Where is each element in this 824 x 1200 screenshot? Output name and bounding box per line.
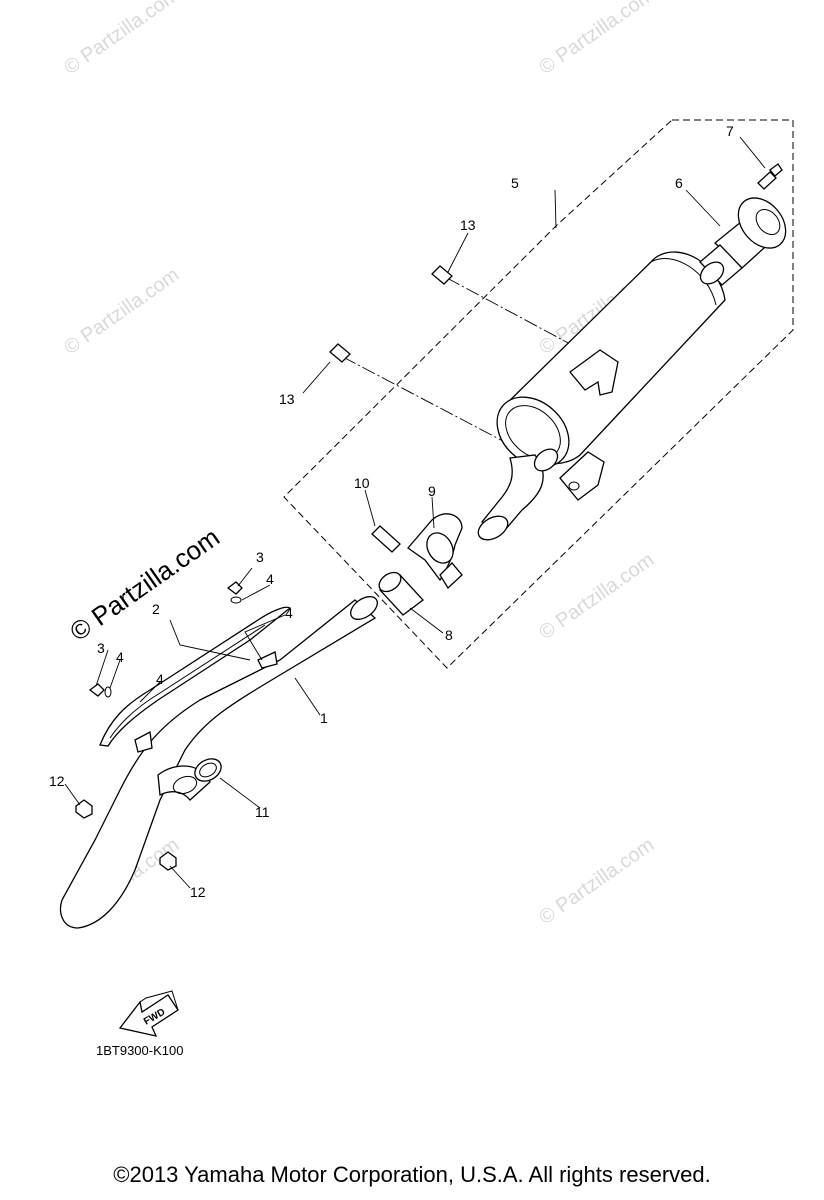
callout-4-left-lower: 4: [156, 671, 164, 687]
watermark-2: © Partzilla.com: [535, 0, 658, 79]
callout-1: 1: [320, 710, 328, 726]
callout-11: 11: [255, 804, 270, 820]
callouts: 5 6 7 13 13 10 9 8 3 4 4 2 3 4 4 1 11 12…: [49, 123, 734, 900]
callout-13-upper: 13: [460, 217, 476, 233]
copyright-notice: ©2013 Yamaha Motor Corporation, U.S.A. A…: [113, 1162, 711, 1187]
callout-4-right-lower: 4: [285, 605, 293, 621]
callout-7: 7: [726, 123, 734, 139]
bolt-13-lower: [329, 343, 351, 363]
leader-lines: [64, 136, 766, 889]
screw-7: [757, 163, 783, 190]
callout-6: 6: [675, 175, 683, 191]
callout-2: 2: [152, 601, 160, 617]
tail-pipe: [699, 197, 787, 286]
washer-4-left: [104, 686, 112, 698]
callout-4-left-upper: 4: [116, 649, 124, 665]
watermark-3: © Partzilla.com: [60, 264, 183, 359]
sleeve-8: [378, 571, 424, 616]
callout-4-right-upper: 4: [266, 571, 274, 587]
nut-12-right: [159, 851, 177, 871]
watermark-prominent: © Partzilla.com: [64, 522, 225, 647]
callout-10: 10: [354, 475, 370, 491]
diagram-code: 1BT9300-K100: [96, 1043, 184, 1058]
muffler: [477, 251, 726, 541]
watermark-7: © Partzilla.com: [535, 834, 658, 929]
bolt-3-left: [88, 683, 105, 697]
washer-4-right: [230, 596, 242, 604]
callout-5: 5: [511, 175, 519, 191]
heat-protector: [99, 606, 292, 747]
callout-3-right: 3: [256, 549, 264, 565]
bolt-13-lower-line: [342, 356, 521, 451]
callout-13-lower: 13: [279, 391, 295, 407]
clamp-9: [407, 513, 463, 590]
callout-9: 9: [428, 483, 436, 499]
forward-arrow-icon: FWD: [118, 990, 179, 1037]
muffler-assembly-outline: [283, 119, 794, 669]
callout-3-left: 3: [97, 640, 105, 656]
watermark-1: © Partzilla.com: [60, 0, 183, 79]
bolt-13-upper: [431, 265, 453, 285]
gasket-11: [194, 758, 222, 782]
exhaust-pipe: [59, 596, 378, 929]
callout-12-left: 12: [49, 773, 65, 789]
callout-8: 8: [445, 627, 453, 643]
bolt-10: [371, 525, 401, 553]
callout-12-right: 12: [190, 884, 206, 900]
